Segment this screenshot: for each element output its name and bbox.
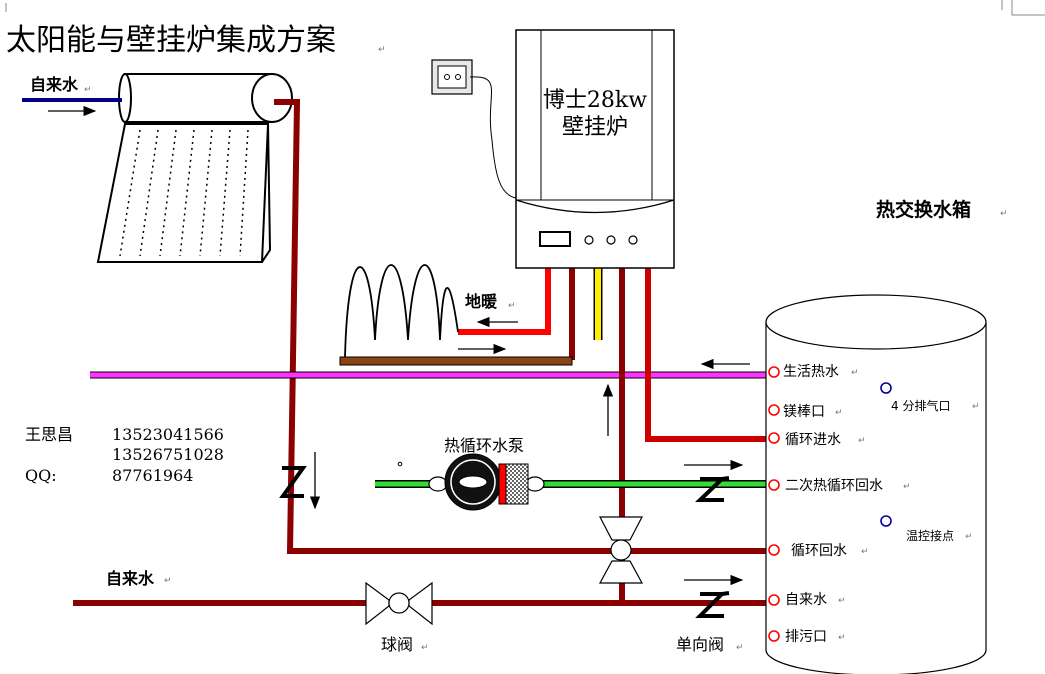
contact-phone-2: 13526751028 (112, 445, 224, 464)
pump-motor (505, 463, 529, 505)
svg-text:↵: ↵ (838, 596, 846, 606)
svg-text:↵: ↵ (835, 408, 843, 418)
check-valve-label: 单向阀 (676, 635, 724, 654)
boiler-knob (606, 235, 616, 245)
port-circulation-return (768, 544, 780, 556)
contact-qq: 87761964 (112, 466, 193, 485)
solar-inlet-label: 自来水 (30, 75, 79, 94)
vent-point (880, 382, 892, 394)
check-valve-symbol (695, 591, 730, 618)
svg-text:↵: ↵ (1000, 209, 1008, 219)
check-valve-symbol (279, 466, 307, 498)
svg-text:↵: ↵ (965, 532, 973, 542)
contact-info: 王思昌 13523041566 13526751028 QQ: 87761964 (25, 425, 224, 485)
svg-text:↵: ↵ (84, 85, 92, 95)
boiler-knob (628, 235, 638, 245)
wall-boiler: 博士28kw 壁挂炉 (515, 29, 675, 269)
port-label-circ-return: 循环回水 (791, 543, 847, 559)
main-inlet-label: 自来水 (106, 569, 155, 588)
svg-text:↵: ↵ (164, 576, 172, 586)
svg-text:↵: ↵ (421, 643, 429, 653)
svg-text:↵: ↵ (378, 45, 386, 55)
pump-label: 热循环水泵 (444, 436, 524, 455)
boiler-body (515, 29, 675, 269)
port-label-domestic-hot: 生活热水 (783, 364, 839, 380)
diagram-title: 太阳能与壁挂炉集成方案 (6, 23, 336, 58)
temp-control-point (880, 515, 892, 527)
power-socket (431, 59, 517, 199)
circulation-pump (397, 453, 545, 511)
port-domestic-hot-water (768, 366, 780, 378)
port-label-tap-water: 自来水 (785, 592, 827, 608)
svg-text:↵: ↵ (858, 436, 866, 446)
floor-heating-coil (339, 264, 573, 366)
solar-storage-tank (124, 73, 273, 123)
contact-name: 王思昌 (25, 425, 73, 444)
svg-text:↵: ↵ (861, 547, 869, 557)
vent-label: 4 分排气口 (891, 398, 950, 413)
power-cord (469, 76, 517, 199)
temp-point-label: 温控接点 (906, 528, 954, 543)
port-mg-rod (768, 404, 780, 416)
contact-qq-label: QQ: (25, 466, 57, 485)
boiler-type-label: 壁挂炉 (562, 115, 628, 140)
svg-text:↵: ↵ (508, 301, 516, 311)
svg-text:↵: ↵ (838, 633, 846, 643)
check-valve-symbol (695, 476, 730, 502)
svg-text:↵: ↵ (851, 368, 859, 378)
paragraph-marks: ↵ ↵ ↵ ↵ ↵ ↵ ↵ ↵ ↵ ↵ ↵ ↵ ↵ ↵ ↵ ↵ (84, 45, 1008, 653)
port-tap-water (768, 594, 780, 606)
port-label-drain: 排污口 (785, 629, 827, 645)
floor-heating-base (339, 356, 573, 366)
port-drain (768, 630, 780, 642)
solar-water-heater (96, 73, 293, 263)
svg-text:↵: ↵ (972, 402, 980, 412)
tank-title: 热交换水箱 (876, 198, 971, 221)
ball-valve-label: 球阀 (381, 635, 413, 654)
tank-top (765, 294, 987, 350)
svg-text:↵: ↵ (903, 482, 911, 492)
heat-exchange-tank (765, 294, 987, 674)
floor-heating-label: 地暖 (465, 292, 498, 311)
boiler-knob (584, 235, 594, 245)
floor-heating-supply-pipe (458, 268, 551, 335)
contact-phone-1: 13523041566 (112, 425, 224, 444)
solar-return-pipe (274, 99, 775, 554)
butterfly-valve (598, 516, 644, 584)
port-label-mg-rod: 镁棒口 (783, 404, 825, 420)
svg-text:↵: ↵ (736, 643, 744, 653)
port-label-secondary-return: 二次热循环回水 (785, 478, 883, 494)
boiler-model-label: 博士28kw (543, 88, 647, 113)
boiler-supply-pipe (645, 268, 775, 442)
corner-mark (1011, 0, 1045, 16)
port-circulation-in (768, 432, 780, 444)
port-secondary-return (768, 479, 780, 491)
ball-valve (365, 581, 433, 626)
port-label-circ-in: 循环进水 (785, 432, 841, 448)
solar-collector-panel (96, 123, 270, 263)
boiler-display (539, 231, 571, 247)
